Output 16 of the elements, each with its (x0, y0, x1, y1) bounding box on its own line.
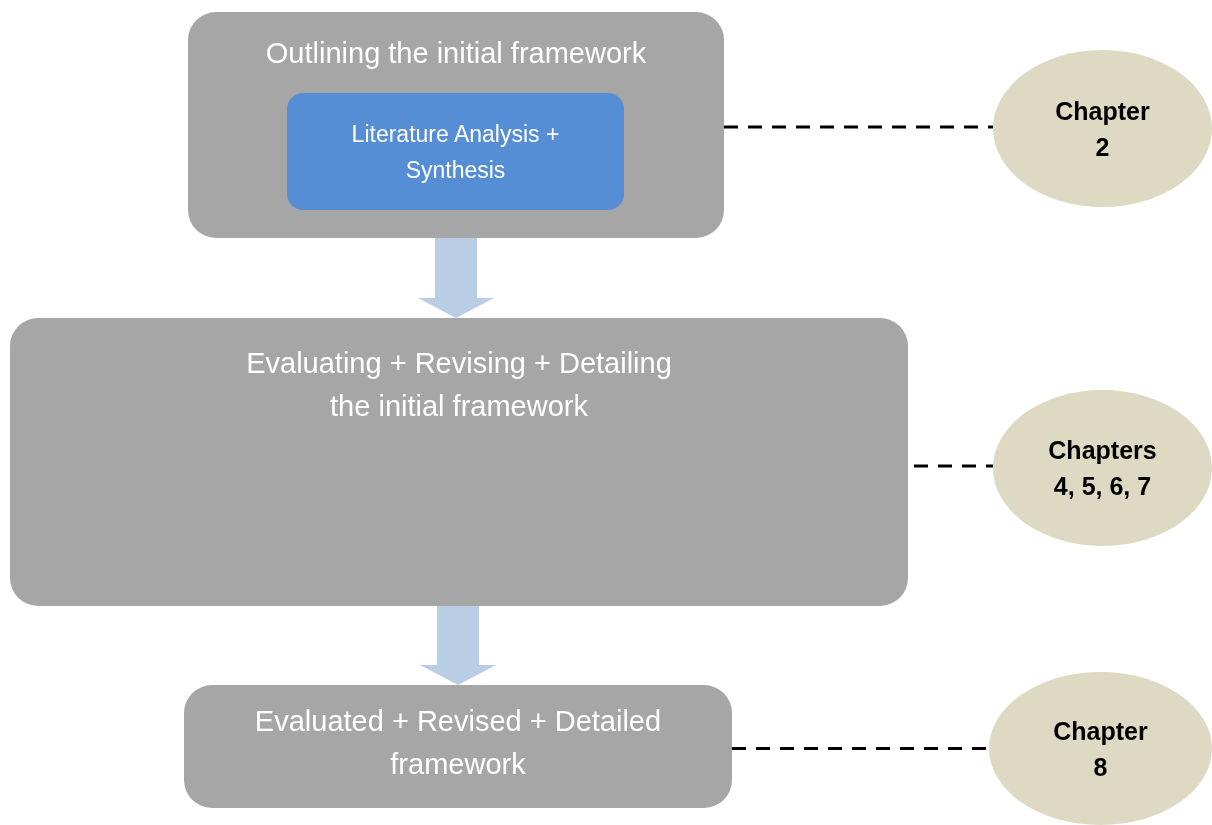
process-box (287, 93, 624, 210)
box-label: Literature Analysis + Synthesis (350, 119, 561, 185)
stage-box (188, 12, 724, 238)
stage-box (10, 318, 908, 606)
dashed-connector (914, 464, 993, 468)
chapter-label: Chapters 4, 5, 6, 7 (1047, 435, 1158, 502)
dashed-connector (724, 125, 993, 129)
stage-box (184, 685, 732, 808)
stage-title: Evaluating + Revising + Detailing the initial framework (245, 346, 673, 424)
block-arrow (418, 238, 494, 318)
chapter-label: Chapter 8 (1052, 715, 1149, 783)
stage-title: Outlining the initial framework (264, 36, 648, 71)
dashed-connector (732, 747, 989, 750)
block-arrow (420, 606, 496, 685)
chapter-label: Chapter 2 (1054, 95, 1151, 163)
stage-title: Evaluated + Revised + Detailed framework (253, 704, 663, 782)
